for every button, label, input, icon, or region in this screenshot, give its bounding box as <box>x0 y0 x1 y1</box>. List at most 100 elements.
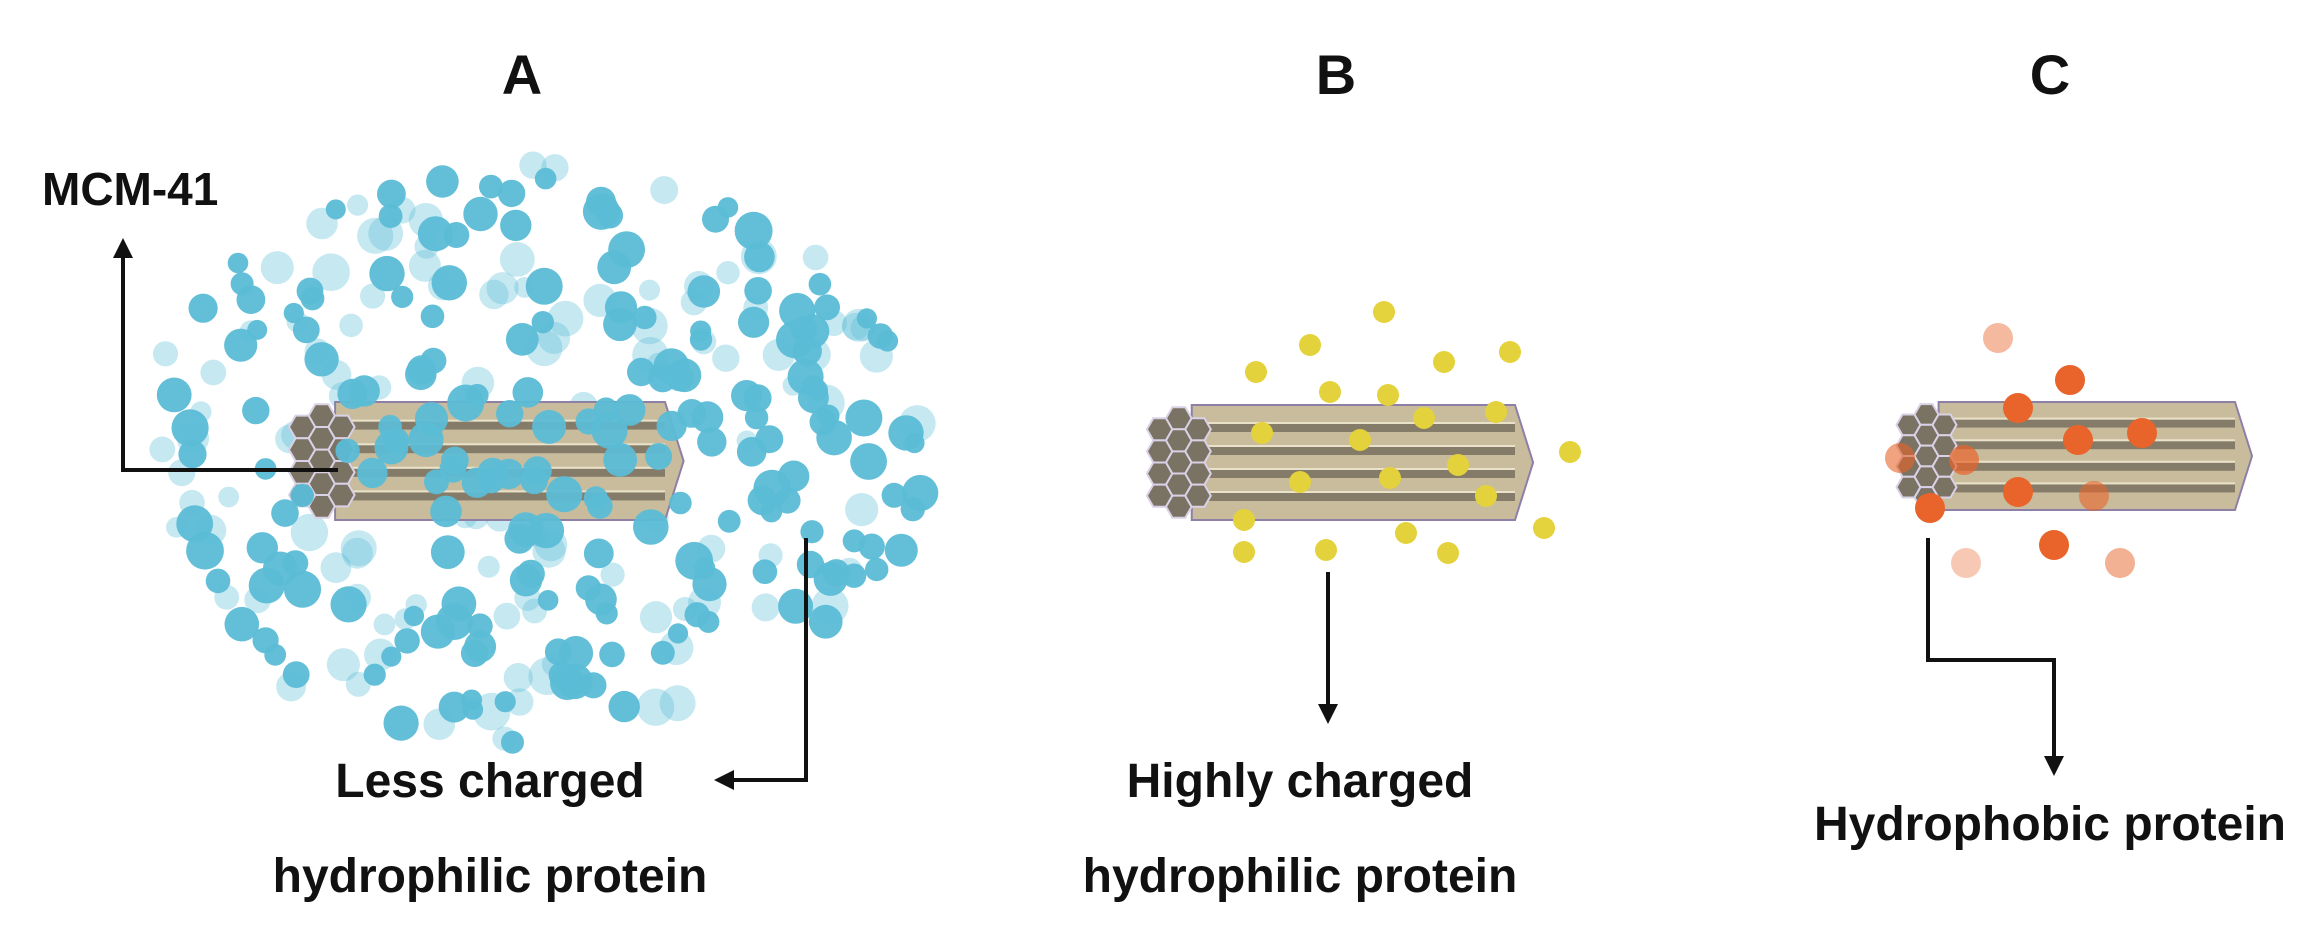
protein-particle <box>430 495 462 528</box>
protein-particle <box>1433 351 1455 373</box>
protein-particle <box>403 605 425 627</box>
protein-particle <box>902 474 939 512</box>
protein-particle <box>814 294 840 321</box>
protein-particle <box>888 415 924 451</box>
protein-particle <box>1533 517 1555 539</box>
protein-particle <box>227 252 249 274</box>
protein-particle <box>738 306 770 338</box>
protein-particle <box>497 179 526 208</box>
protein-particle <box>639 279 660 301</box>
protein-particle <box>205 568 231 594</box>
protein-particle <box>496 400 524 428</box>
protein-particle <box>463 196 498 232</box>
protein-particle <box>339 313 363 338</box>
protein-particle <box>633 509 669 545</box>
protein-particle <box>712 344 740 372</box>
protein-particle <box>865 557 889 582</box>
protein-particle <box>667 623 689 644</box>
protein-particle <box>408 421 444 458</box>
protein-particle <box>1299 334 1321 356</box>
protein-particle <box>2003 477 2033 507</box>
protein-particle <box>292 316 320 344</box>
protein-particle <box>394 628 420 654</box>
protein-particle <box>546 476 583 513</box>
protein-particle <box>774 487 801 514</box>
protein-particle <box>755 425 784 454</box>
protein-particle <box>520 466 549 495</box>
protein-particle <box>426 165 459 198</box>
protein-particle <box>438 691 470 723</box>
protein-particle <box>841 563 867 588</box>
protein-particle <box>486 272 519 305</box>
protein-particle <box>357 457 388 489</box>
protein-particle <box>283 302 304 324</box>
panel-c-protein-label: Hydrophobic protein <box>1814 798 2286 851</box>
protein-particle <box>599 641 625 668</box>
protein-particle <box>1373 301 1395 323</box>
protein-particle <box>717 509 741 533</box>
protein-particle <box>493 602 521 630</box>
panel-c-letter: C <box>2030 43 2070 106</box>
protein-particle <box>779 292 816 330</box>
protein-particle <box>591 412 628 449</box>
protein-particle <box>751 593 780 622</box>
protein-particle <box>694 557 716 579</box>
protein-particle <box>808 604 843 639</box>
protein-particle <box>171 409 209 447</box>
protein-particle <box>373 613 396 636</box>
protein-particle <box>508 512 544 548</box>
protein-particle <box>304 342 339 377</box>
panel-c-protein-pointer-arrow <box>1926 538 2064 776</box>
tube-channel <box>1191 493 1515 501</box>
protein-particle <box>441 446 469 475</box>
protein-particle <box>290 483 314 508</box>
protein-particle <box>383 705 419 741</box>
protein-particle <box>242 396 270 425</box>
pore-hexagon <box>1931 413 1958 437</box>
protein-particle <box>494 691 516 713</box>
protein-particle <box>534 167 557 190</box>
protein-particle <box>501 730 524 754</box>
protein-particle <box>1319 381 1341 403</box>
protein-particle <box>550 665 585 700</box>
protein-particle <box>178 440 207 469</box>
protein-particle <box>1499 341 1521 363</box>
protein-particle <box>669 491 692 515</box>
protein-particle <box>850 443 887 480</box>
protein-particle <box>391 285 414 308</box>
protein-particle <box>802 244 829 271</box>
mcm41-pointer-arrow <box>113 238 338 472</box>
panel-a-protein-label-line1: Less charged <box>335 755 644 808</box>
protein-particle <box>537 590 559 611</box>
protein-particle <box>479 174 503 199</box>
protein-particle <box>633 305 657 330</box>
protein-particle <box>600 562 625 587</box>
protein-particle <box>369 255 405 292</box>
protein-particle <box>152 341 179 367</box>
panel-b-protein-label-line2: hydrophilic protein <box>1083 850 1518 903</box>
protein-particle <box>884 533 918 567</box>
protein-particle <box>845 493 879 527</box>
protein-particle <box>734 211 773 250</box>
protein-particle <box>347 194 369 216</box>
protein-particle <box>2063 425 2093 455</box>
protein-particle <box>697 427 727 457</box>
protein-particle <box>1559 441 1581 463</box>
protein-particle <box>264 643 287 666</box>
protein-particle <box>320 552 352 584</box>
protein-particle <box>1289 471 1311 493</box>
pore-hexagon <box>327 482 356 508</box>
protein-particle <box>360 283 386 309</box>
protein-particle <box>424 469 449 495</box>
protein-particle <box>2055 365 2085 395</box>
protein-particle <box>1233 509 1255 531</box>
protein-particle <box>744 406 769 430</box>
panel-c: C Hydrophobic protein <box>1814 43 2286 851</box>
protein-particle <box>547 300 584 337</box>
protein-particle <box>585 583 617 616</box>
protein-particle <box>271 499 299 527</box>
panel-a: A MCM-41 Less charged hydrophilic protei… <box>42 43 939 903</box>
tube-channel <box>1191 470 1515 478</box>
protein-particle <box>881 482 907 508</box>
protein-particle <box>447 384 485 422</box>
